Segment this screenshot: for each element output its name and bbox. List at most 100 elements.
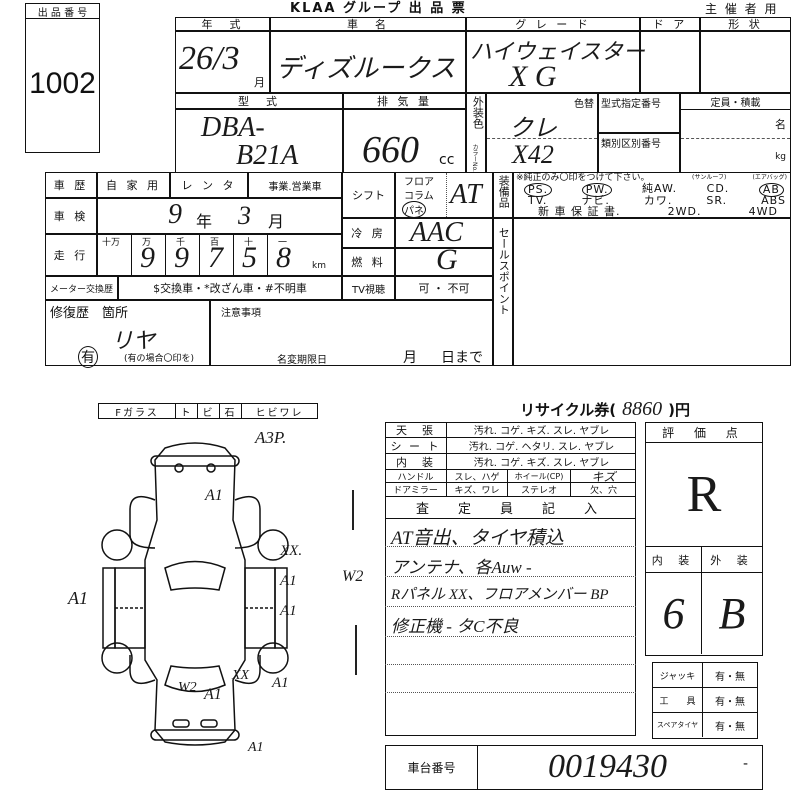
interior-row-handle: ハンドルスレ、ハゲホイール(CP) キズ <box>385 469 636 484</box>
rear-bumper <box>150 729 240 741</box>
capacity-label: 定員・積載 <box>681 94 790 110</box>
headlight-right <box>206 463 216 473</box>
category-label: 類別区別番号 <box>601 139 661 150</box>
recycle-fee: リサイクル券(8860)円 <box>520 398 690 421</box>
mileage-unit: km <box>312 261 326 271</box>
fender-right-rear <box>234 655 261 685</box>
mark-roof-w2: W2 <box>342 568 364 585</box>
lot-number-box: 出 品 番 号 1002 <box>25 3 100 153</box>
rear-window <box>164 665 226 693</box>
digit-10k: 9 <box>140 241 155 274</box>
grade-cell: ハイウェイスター X G <box>466 31 645 93</box>
shift-value: AT <box>450 179 482 210</box>
type-designation-cell: 型式指定番号 <box>598 93 680 133</box>
inspector-blank-line <box>385 665 636 693</box>
score-label: 評 価 点 <box>646 423 762 443</box>
displacement-cell: 660 cc <box>343 109 466 173</box>
wheel-value: キズ <box>591 469 616 484</box>
equipment-tv: TV. <box>528 194 548 207</box>
roof-line-top <box>352 490 354 530</box>
history-label: 車 歴 <box>45 172 97 198</box>
model-cell: DBA- B21A <box>175 109 343 173</box>
name-change-day: 日まで <box>441 350 483 366</box>
type-designation-label: 型式指定番号 <box>601 99 661 110</box>
color-value: クレ <box>509 116 557 142</box>
front-bumper <box>150 455 240 467</box>
mark-right-fender-xx: XX. <box>280 543 303 559</box>
wheel-rear-left <box>101 642 133 674</box>
accessory-label: ジャッキ <box>653 663 703 687</box>
mark-left-doors: A1 <box>68 588 88 608</box>
notes-label: 注意事項 <box>221 308 261 319</box>
accessory-jack: ジャッキ有・無 <box>653 663 757 688</box>
exterior-score-label: 外 装 <box>710 553 754 567</box>
shift-option-column: コラム <box>404 191 434 202</box>
glass-bar: Fガラス ト ビ 石 ヒビワレ <box>98 403 318 419</box>
digit-label-100k: 十万 <box>102 238 121 248</box>
digit-label-10k: 万 <box>142 238 152 248</box>
roof-line-bottom <box>355 625 357 675</box>
shape-label: 形 状 <box>700 17 791 31</box>
headlight-left <box>174 463 184 473</box>
name-change-label: 名変期限日 <box>277 355 327 366</box>
meter-label: メーター交換歴 <box>45 276 118 300</box>
equipment-cell: ※純正のみ〇印をつけて下さい。 (サンルーフ) (エアバッグ) PS. PW. … <box>513 172 791 218</box>
digit-1: 8 <box>276 241 291 274</box>
accessory-spare-tire: スペアタイヤ有・無 <box>653 713 757 737</box>
interior-row-trim: 内 装汚れ. コゲ. キズ. スレ. ヤブレ <box>385 454 636 470</box>
digit-label-1k: 千 <box>176 238 186 248</box>
history-option-private: 自 家 用 <box>97 172 170 198</box>
fender-left-front <box>129 495 156 549</box>
repair-label: 修復歴 箇所 <box>50 306 129 321</box>
taillight-left <box>172 719 190 728</box>
category-cell: 類別区別番号 <box>598 133 680 173</box>
repair-cell: 修復歴 箇所 リヤ 有 (有の場合〇印を) <box>45 300 210 368</box>
mark-rear-xx: XX <box>232 668 250 683</box>
inspection-year-unit: 年 <box>196 212 213 231</box>
accessory-value: 有・無 <box>715 696 745 708</box>
fuel-cell: G <box>395 243 493 276</box>
inspector-label: 査 定 員 記 入 <box>385 497 636 519</box>
inspection-month: 3 <box>238 201 251 230</box>
recycle-value: 8860 <box>622 398 663 420</box>
mark-rear-w2: W2 <box>178 680 197 695</box>
mark-right-quarter: A1 <box>272 675 289 691</box>
month-unit: 月 <box>254 76 265 89</box>
repair-note: (有の場合〇印を) <box>124 354 195 364</box>
model-line2: B21A <box>236 140 299 171</box>
mark-rear-bumper: A1 <box>248 740 264 755</box>
sunroof-note: (サンルーフ) <box>692 174 727 181</box>
interior-row-mirror: ドアミラーキズ、ワレステレオ欠、穴 <box>385 483 636 497</box>
lot-number: 1002 <box>29 67 96 100</box>
mark-rear-a1: A1 <box>204 686 222 703</box>
displacement-label: 排 気 量 <box>343 93 466 109</box>
row-label: 内 装 <box>385 454 447 469</box>
name-change-month: 月 <box>403 350 417 366</box>
inspector-note-3: Rパネル XX、フロアメンバー BP <box>385 577 636 607</box>
inspection-month-unit: 月 <box>268 212 285 231</box>
equipment-alloy-wheels: 純AW. <box>642 182 678 195</box>
equipment-navi: ナビ. <box>581 194 610 207</box>
equipment-sunroof: SR. <box>706 194 728 207</box>
handle-items: スレ、ハゲ <box>447 470 508 483</box>
digit-label-100: 百 <box>210 238 220 248</box>
color-no-value: X42 <box>512 140 554 169</box>
equipment-ps: PS. <box>524 183 553 197</box>
mark-right-rear-door: A1 <box>280 603 297 619</box>
shift-option-floor: フロア <box>404 177 434 188</box>
mark-right-front-door: A1 <box>280 573 297 589</box>
handle-label: ハンドル <box>385 470 447 483</box>
history-option-rental: レ ン タ <box>170 172 248 198</box>
airbag-note: (エアバッグ) <box>752 174 787 181</box>
wheel-label: ホイール(CP) <box>508 470 571 482</box>
accessory-value: 有・無 <box>715 671 745 683</box>
repair-location: リヤ <box>111 328 156 353</box>
meter-options: $交換車・*改ざん車・#不明車 <box>118 276 342 300</box>
wheel-front-left <box>101 529 133 561</box>
car-name-cell: ディズルークス <box>270 31 466 93</box>
door-cell <box>640 31 700 93</box>
notes-cell: 注意事項 名変期限日 月 日まで <box>210 300 493 366</box>
fender-left-rear <box>129 655 156 685</box>
chassis-label: 車台番号 <box>386 746 478 789</box>
